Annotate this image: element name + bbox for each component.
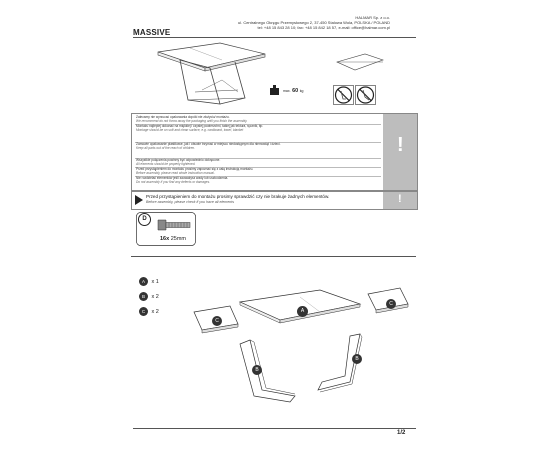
max-unit: kg [299,89,304,93]
max-load: max. 60 kg [283,88,303,94]
warning-divider [135,176,381,177]
warning-divider [135,142,381,143]
warnings-box: Zalecamy nie wyrzucać opakowania dopóki … [131,113,418,191]
exclamation-icon: ! [398,193,402,205]
part-legend-b: B x 2 [139,292,159,301]
company-name: HALMAR Sp. z o.o. [355,15,390,20]
no-stand-icons [333,85,376,105]
company-info: HALMAR Sp. z o.o. ul. Centralnego Okręgu… [230,15,390,30]
hardware-box [136,212,196,246]
check-text-pl: Przed przystąpieniem do montażu prosimy … [146,194,330,199]
weight-icon [270,85,279,95]
tabletop-sketch [336,53,384,71]
label-c-right: C [386,299,396,309]
check-elements-notice: Przed przystąpieniem do montażu prosimy … [131,191,418,210]
part-legend-a: A x 1 [139,277,159,286]
company-contact: tel: +48 15 843 28 10; fax: +48 15 842 1… [257,25,390,30]
warnings-list: Zalecamy nie wyrzucać opakowania dopóki … [132,114,382,190]
label-b-left: B [252,365,262,375]
hardware-qty-size: 16x 25mm [160,236,186,242]
part-letter: A [139,277,148,286]
warning-divider [135,124,381,125]
warning-4: Wszystkie połączenia powinny być odpowie… [136,158,221,166]
warning-divider [135,158,381,159]
page-number: 1/2 [397,430,406,436]
part-letter: B [139,292,148,301]
company-address: ul. Centralnego Okręgu Przemysłowego 2, … [237,20,390,25]
table-illustration [157,42,266,105]
check-text: Przed przystąpieniem do montażu prosimy … [146,194,329,206]
header-divider [133,37,416,38]
label-c-left: C [212,316,222,326]
hardware-size: 25mm [170,236,186,242]
warning-6: Nie rozdzielać elementów jeśli zauważysz… [136,176,229,184]
parts-diagram [193,287,409,403]
label-a: A [297,306,308,317]
check-panel: ! [383,192,417,209]
part-qty: x 2 [151,293,159,300]
hardware-letter: D [138,213,151,226]
warning-5: Przed przystąpieniem do montażu prosimy … [136,167,254,175]
warning-3: Zamowie opakowanie plastikowe, jak i obu… [136,142,281,150]
warning-2: Montażu najlepiej dokonać na miękkiej i … [136,124,264,132]
exclamation-icon: ! [397,134,404,156]
part-qty: x 2 [151,308,159,315]
section-divider [131,256,416,257]
check-text-en: Before assembly, please check if you hav… [146,200,235,205]
warning-1: Zalecamy nie wyrzucać opakowania dopóki … [136,115,248,123]
part-letter: C [139,307,148,316]
hardware-qty: 16x [160,236,170,242]
arrow-right-icon [135,195,143,205]
part-qty: x 1 [151,278,159,285]
footer-divider [133,428,416,429]
product-title: MASSIVE [133,28,171,37]
max-label: max. [283,89,291,93]
warning-panel: ! [383,114,417,190]
warning-divider [135,167,381,168]
part-legend-c: C x 2 [139,307,159,316]
label-b-right: B [352,354,362,364]
max-weight: 60 [292,88,299,94]
